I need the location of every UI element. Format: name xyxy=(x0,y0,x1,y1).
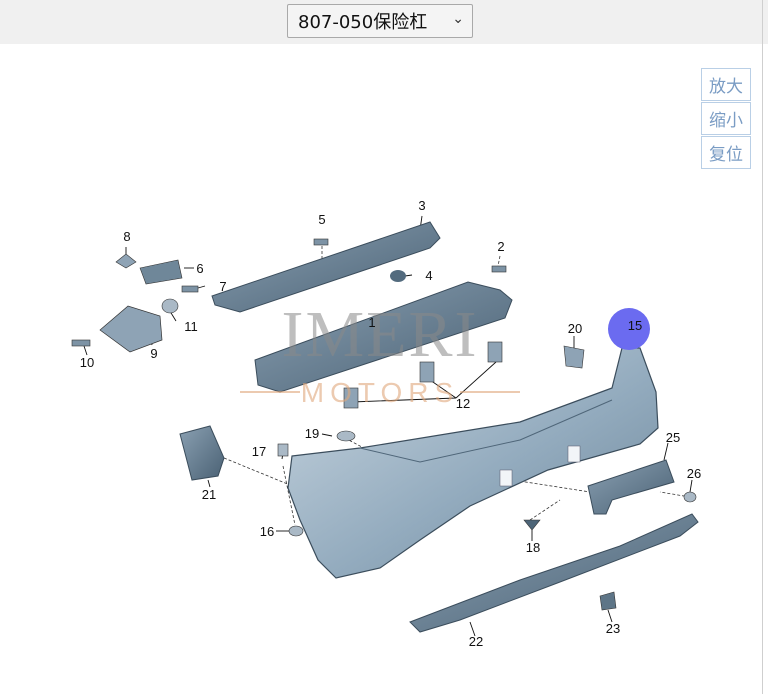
label-part-2[interactable]: 2 xyxy=(497,239,504,254)
label-part-15[interactable]: 15 xyxy=(628,318,642,333)
label-part-3[interactable]: 3 xyxy=(418,198,425,213)
part-7-screw[interactable] xyxy=(181,285,199,293)
part-5-bolt[interactable] xyxy=(313,238,329,246)
reset-button[interactable]: 复位 xyxy=(701,136,751,169)
part-21-cover-cap[interactable] xyxy=(179,425,225,481)
label-part-8[interactable]: 8 xyxy=(123,229,130,244)
part-18-clip[interactable] xyxy=(523,519,541,531)
label-part-9[interactable]: 9 xyxy=(150,346,157,361)
part-11-nut[interactable] xyxy=(161,298,179,314)
chevron-down-icon: ⌄ xyxy=(452,11,464,27)
part-12-clip-c[interactable] xyxy=(487,341,503,363)
label-part-6[interactable]: 6 xyxy=(196,261,203,276)
part-group-select-value: 807-050保险杠 xyxy=(298,12,428,33)
part-20-bracket[interactable] xyxy=(563,345,585,369)
part-16-screw[interactable] xyxy=(288,525,304,537)
part-group-select[interactable]: 807-050保险杠 ⌄ xyxy=(287,4,473,38)
label-part-25[interactable]: 25 xyxy=(666,430,680,445)
part-22-lower-spoiler[interactable] xyxy=(409,513,699,633)
part-9-bracket[interactable] xyxy=(99,305,163,353)
label-part-5[interactable]: 5 xyxy=(318,212,325,227)
part-12-clip-b[interactable] xyxy=(419,361,435,383)
highlight-marker-15[interactable] xyxy=(608,308,650,350)
bumper-slot-a xyxy=(499,469,513,487)
label-part-19[interactable]: 19 xyxy=(305,426,319,441)
part-6-bracket[interactable] xyxy=(139,259,183,285)
bumper-slot-b xyxy=(567,445,581,463)
bumper-crease xyxy=(359,399,613,463)
label-part-17[interactable]: 17 xyxy=(252,444,266,459)
label-part-20[interactable]: 20 xyxy=(568,321,582,336)
label-part-4[interactable]: 4 xyxy=(425,268,432,283)
part-26-screw[interactable] xyxy=(683,491,697,503)
part-17-clip[interactable] xyxy=(277,443,289,457)
label-part-12[interactable]: 12 xyxy=(456,396,470,411)
part-23-clip[interactable] xyxy=(599,591,617,611)
scrollbar-edge xyxy=(762,0,763,694)
label-part-16[interactable]: 16 xyxy=(260,524,274,539)
label-part-23[interactable]: 23 xyxy=(606,621,620,636)
label-part-7[interactable]: 7 xyxy=(219,279,226,294)
label-part-21[interactable]: 21 xyxy=(202,487,216,502)
label-part-11[interactable]: 11 xyxy=(184,319,198,334)
label-part-1[interactable]: 1 xyxy=(368,315,375,330)
part-labels: 1 2 3 4 5 6 7 8 9 10 11 12 13 15 16 17 1… xyxy=(80,198,701,649)
part-15-bumper-cover[interactable] xyxy=(287,347,659,579)
part-8-nut[interactable] xyxy=(115,253,137,269)
watermark-brand: IMERI xyxy=(282,298,479,371)
zoom-in-button[interactable]: 放大 xyxy=(701,68,751,101)
part-4-clip[interactable] xyxy=(390,270,406,282)
watermark-sub: MOTORS xyxy=(301,377,459,408)
label-part-18[interactable]: 18 xyxy=(526,540,540,555)
part-19-clip[interactable] xyxy=(336,430,356,442)
bumper-exploded-diagram: IMERI MOTORS 1 2 3 4 5 6 7 8 9 10 11 12 … xyxy=(71,198,701,649)
label-part-10[interactable]: 10 xyxy=(80,355,94,370)
part-2-bolt[interactable] xyxy=(491,265,507,273)
part-25-bracket[interactable] xyxy=(587,459,675,515)
part-12-clip-a[interactable] xyxy=(343,387,359,409)
zoom-out-button[interactable]: 缩小 xyxy=(701,102,751,135)
label-part-22[interactable]: 22 xyxy=(469,634,483,649)
label-part-26[interactable]: 26 xyxy=(687,466,701,481)
part-1-impact-bar[interactable] xyxy=(254,281,513,393)
part-3-reinforcement[interactable] xyxy=(211,221,441,313)
part-10-screw[interactable] xyxy=(71,339,91,347)
